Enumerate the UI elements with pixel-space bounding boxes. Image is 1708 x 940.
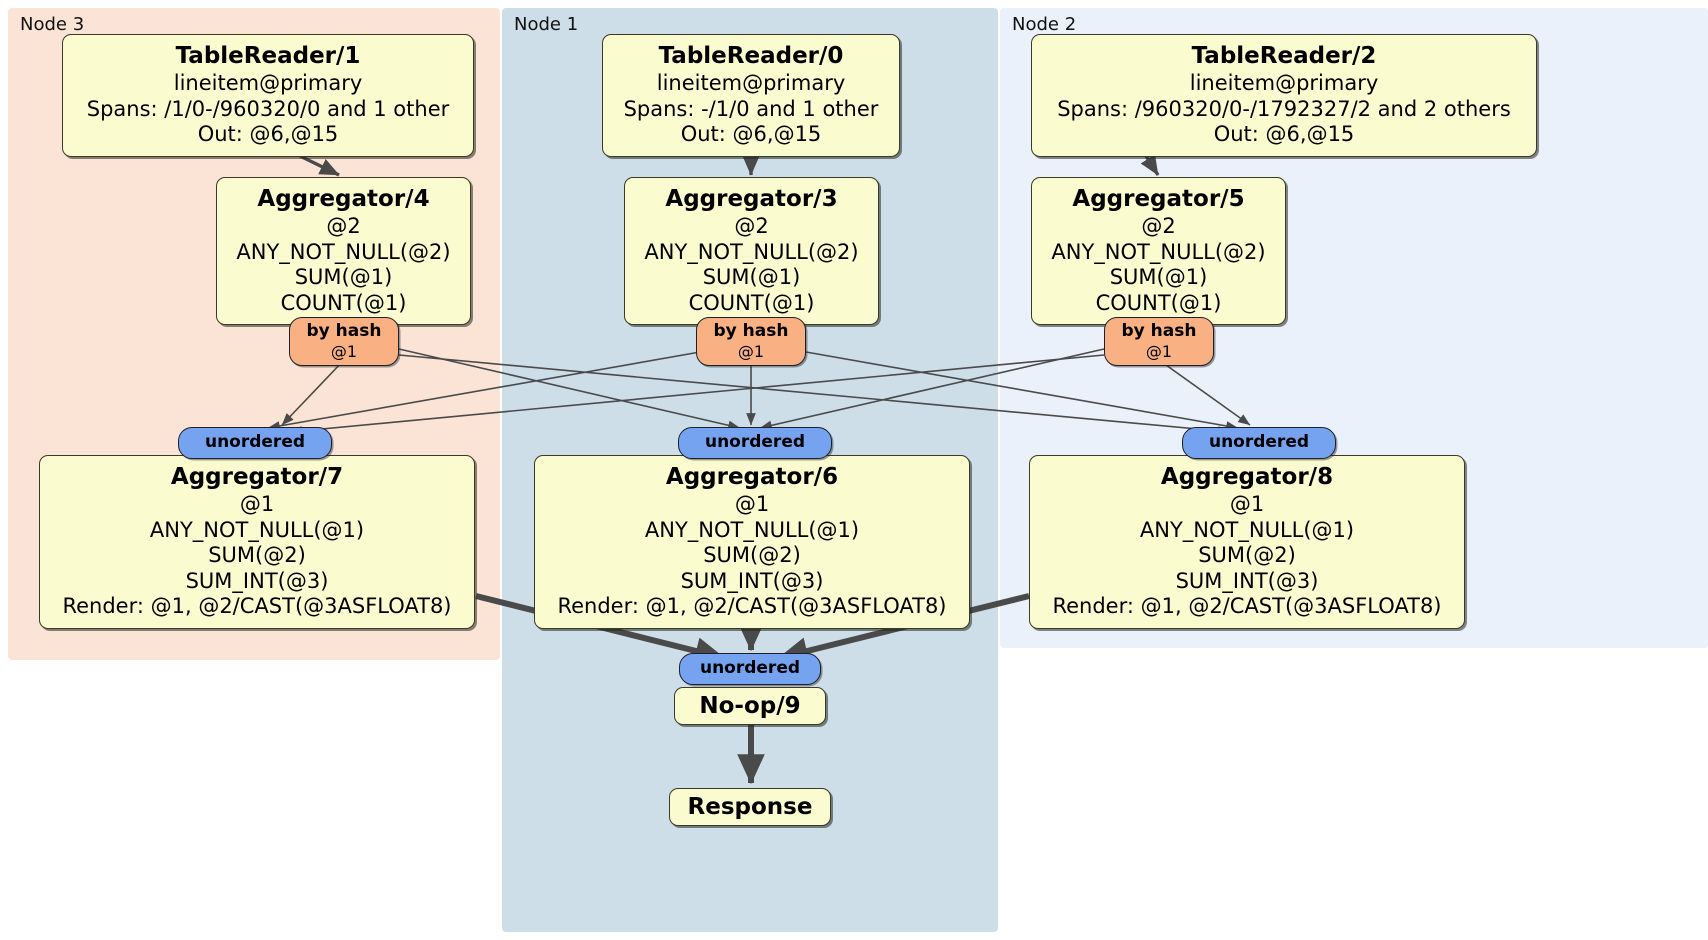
router-column: @1 (330, 342, 358, 361)
processor-line: COUNT(@1) (688, 290, 815, 315)
processor-title: TableReader/0 (658, 43, 844, 69)
processor-table-reader-0[interactable]: TableReader/0 lineitem@primary Spans: -/… (602, 34, 900, 157)
processor-title: TableReader/1 (175, 43, 361, 69)
synchronizer-label: unordered (704, 432, 806, 452)
processor-noop-9[interactable]: No-op/9 (674, 687, 826, 725)
processor-line: SUM(@1) (1109, 265, 1208, 289)
processor-line: SUM_INT(@3) (185, 568, 329, 593)
processor-line: ANY_NOT_NULL(@2) (1051, 239, 1266, 264)
processor-line: ANY_NOT_NULL(@1) (644, 517, 860, 542)
processor-line: SUM(@2) (703, 543, 801, 567)
node-panel-label-node2: Node 2 (1012, 14, 1077, 35)
router-label: by hash (306, 321, 382, 341)
synchronizer-label: unordered (1208, 432, 1310, 452)
processor-line: Spans: /1/0-/960320/0 and 1 other (86, 96, 450, 121)
processor-line: Out: @6,@15 (1213, 122, 1355, 146)
processor-table-reader-2[interactable]: TableReader/2 lineitem@primary Spans: /9… (1031, 34, 1537, 157)
synchronizer-unordered-aggregator-8[interactable]: unordered (1182, 427, 1336, 459)
synchronizer-unordered-aggregator-7[interactable]: unordered (178, 427, 332, 459)
router-label: by hash (713, 321, 789, 341)
processor-line: Out: @6,@15 (680, 122, 822, 146)
processor-title: Aggregator/5 (1072, 186, 1245, 212)
processor-title: Response (687, 794, 813, 820)
processor-line: ANY_NOT_NULL(@2) (644, 239, 859, 264)
processor-line: @2 (326, 214, 361, 238)
processor-title: Aggregator/6 (665, 464, 839, 490)
processor-line: SUM_INT(@3) (680, 568, 824, 593)
synchronizer-label: unordered (699, 658, 801, 678)
processor-aggregator-5[interactable]: Aggregator/5 @2 ANY_NOT_NULL(@2) SUM(@1)… (1031, 177, 1286, 325)
processor-aggregator-3[interactable]: Aggregator/3 @2 ANY_NOT_NULL(@2) SUM(@1)… (624, 177, 879, 325)
router-column: @1 (737, 342, 765, 361)
processor-line: ANY_NOT_NULL(@1) (149, 517, 365, 542)
processor-line: @1 (1229, 492, 1265, 516)
processor-aggregator-6[interactable]: Aggregator/6 @1 ANY_NOT_NULL(@1) SUM(@2)… (534, 455, 970, 629)
node-panel-label-node1: Node 1 (514, 14, 579, 35)
synchronizer-unordered-noop-9[interactable]: unordered (679, 653, 821, 685)
processor-line: @2 (734, 214, 769, 238)
processor-line: lineitem@primary (656, 71, 846, 95)
processor-line: SUM(@2) (208, 543, 306, 567)
processor-aggregator-8[interactable]: Aggregator/8 @1 ANY_NOT_NULL(@1) SUM(@2)… (1029, 455, 1465, 629)
processor-line: SUM(@1) (702, 265, 801, 289)
processor-title: TableReader/2 (1191, 43, 1377, 69)
router-by-hash-aggregator-5[interactable]: by hash @1 (1104, 317, 1214, 366)
processor-line: @1 (239, 492, 275, 516)
processor-aggregator-4[interactable]: Aggregator/4 @2 ANY_NOT_NULL(@2) SUM(@1)… (216, 177, 471, 325)
processor-table-reader-1[interactable]: TableReader/1 lineitem@primary Spans: /1… (62, 34, 474, 157)
processor-line: COUNT(@1) (1095, 290, 1222, 315)
processor-line: Out: @6,@15 (197, 122, 339, 146)
processor-line: COUNT(@1) (280, 290, 407, 315)
processor-title: Aggregator/8 (1160, 464, 1334, 490)
processor-line: lineitem@primary (173, 71, 363, 95)
processor-title: Aggregator/7 (170, 464, 344, 490)
processor-line: SUM(@2) (1198, 543, 1296, 567)
processor-render-line: Render: @1, @2/CAST(@3ASFLOAT8) (557, 594, 947, 618)
processor-line: Spans: -/1/0 and 1 other (623, 96, 879, 121)
processor-line: SUM_INT(@3) (1175, 568, 1319, 593)
router-column: @1 (1145, 342, 1173, 361)
synchronizer-label: unordered (204, 432, 306, 452)
router-by-hash-aggregator-4[interactable]: by hash @1 (289, 317, 399, 366)
processor-line: Spans: /960320/0-/1792327/2 and 2 others (1057, 96, 1511, 121)
processor-title: Aggregator/3 (665, 186, 838, 212)
processor-line: lineitem@primary (1189, 71, 1379, 95)
router-label: by hash (1121, 321, 1197, 341)
processor-render-line: Render: @1, @2/CAST(@3ASFLOAT8) (62, 594, 452, 618)
processor-line: ANY_NOT_NULL(@2) (236, 239, 451, 264)
processor-aggregator-7[interactable]: Aggregator/7 @1 ANY_NOT_NULL(@1) SUM(@2)… (39, 455, 475, 629)
synchronizer-unordered-aggregator-6[interactable]: unordered (678, 427, 832, 459)
processor-line: @2 (1141, 214, 1176, 238)
processor-line: @1 (734, 492, 770, 516)
processor-line: ANY_NOT_NULL(@1) (1139, 517, 1355, 542)
node-panel-label-node3: Node 3 (20, 14, 85, 35)
processor-response[interactable]: Response (669, 788, 831, 826)
processor-line: SUM(@1) (294, 265, 393, 289)
processor-title: No-op/9 (699, 693, 801, 719)
processor-title: Aggregator/4 (257, 186, 430, 212)
processor-render-line: Render: @1, @2/CAST(@3ASFLOAT8) (1052, 594, 1442, 618)
router-by-hash-aggregator-3[interactable]: by hash @1 (696, 317, 806, 366)
